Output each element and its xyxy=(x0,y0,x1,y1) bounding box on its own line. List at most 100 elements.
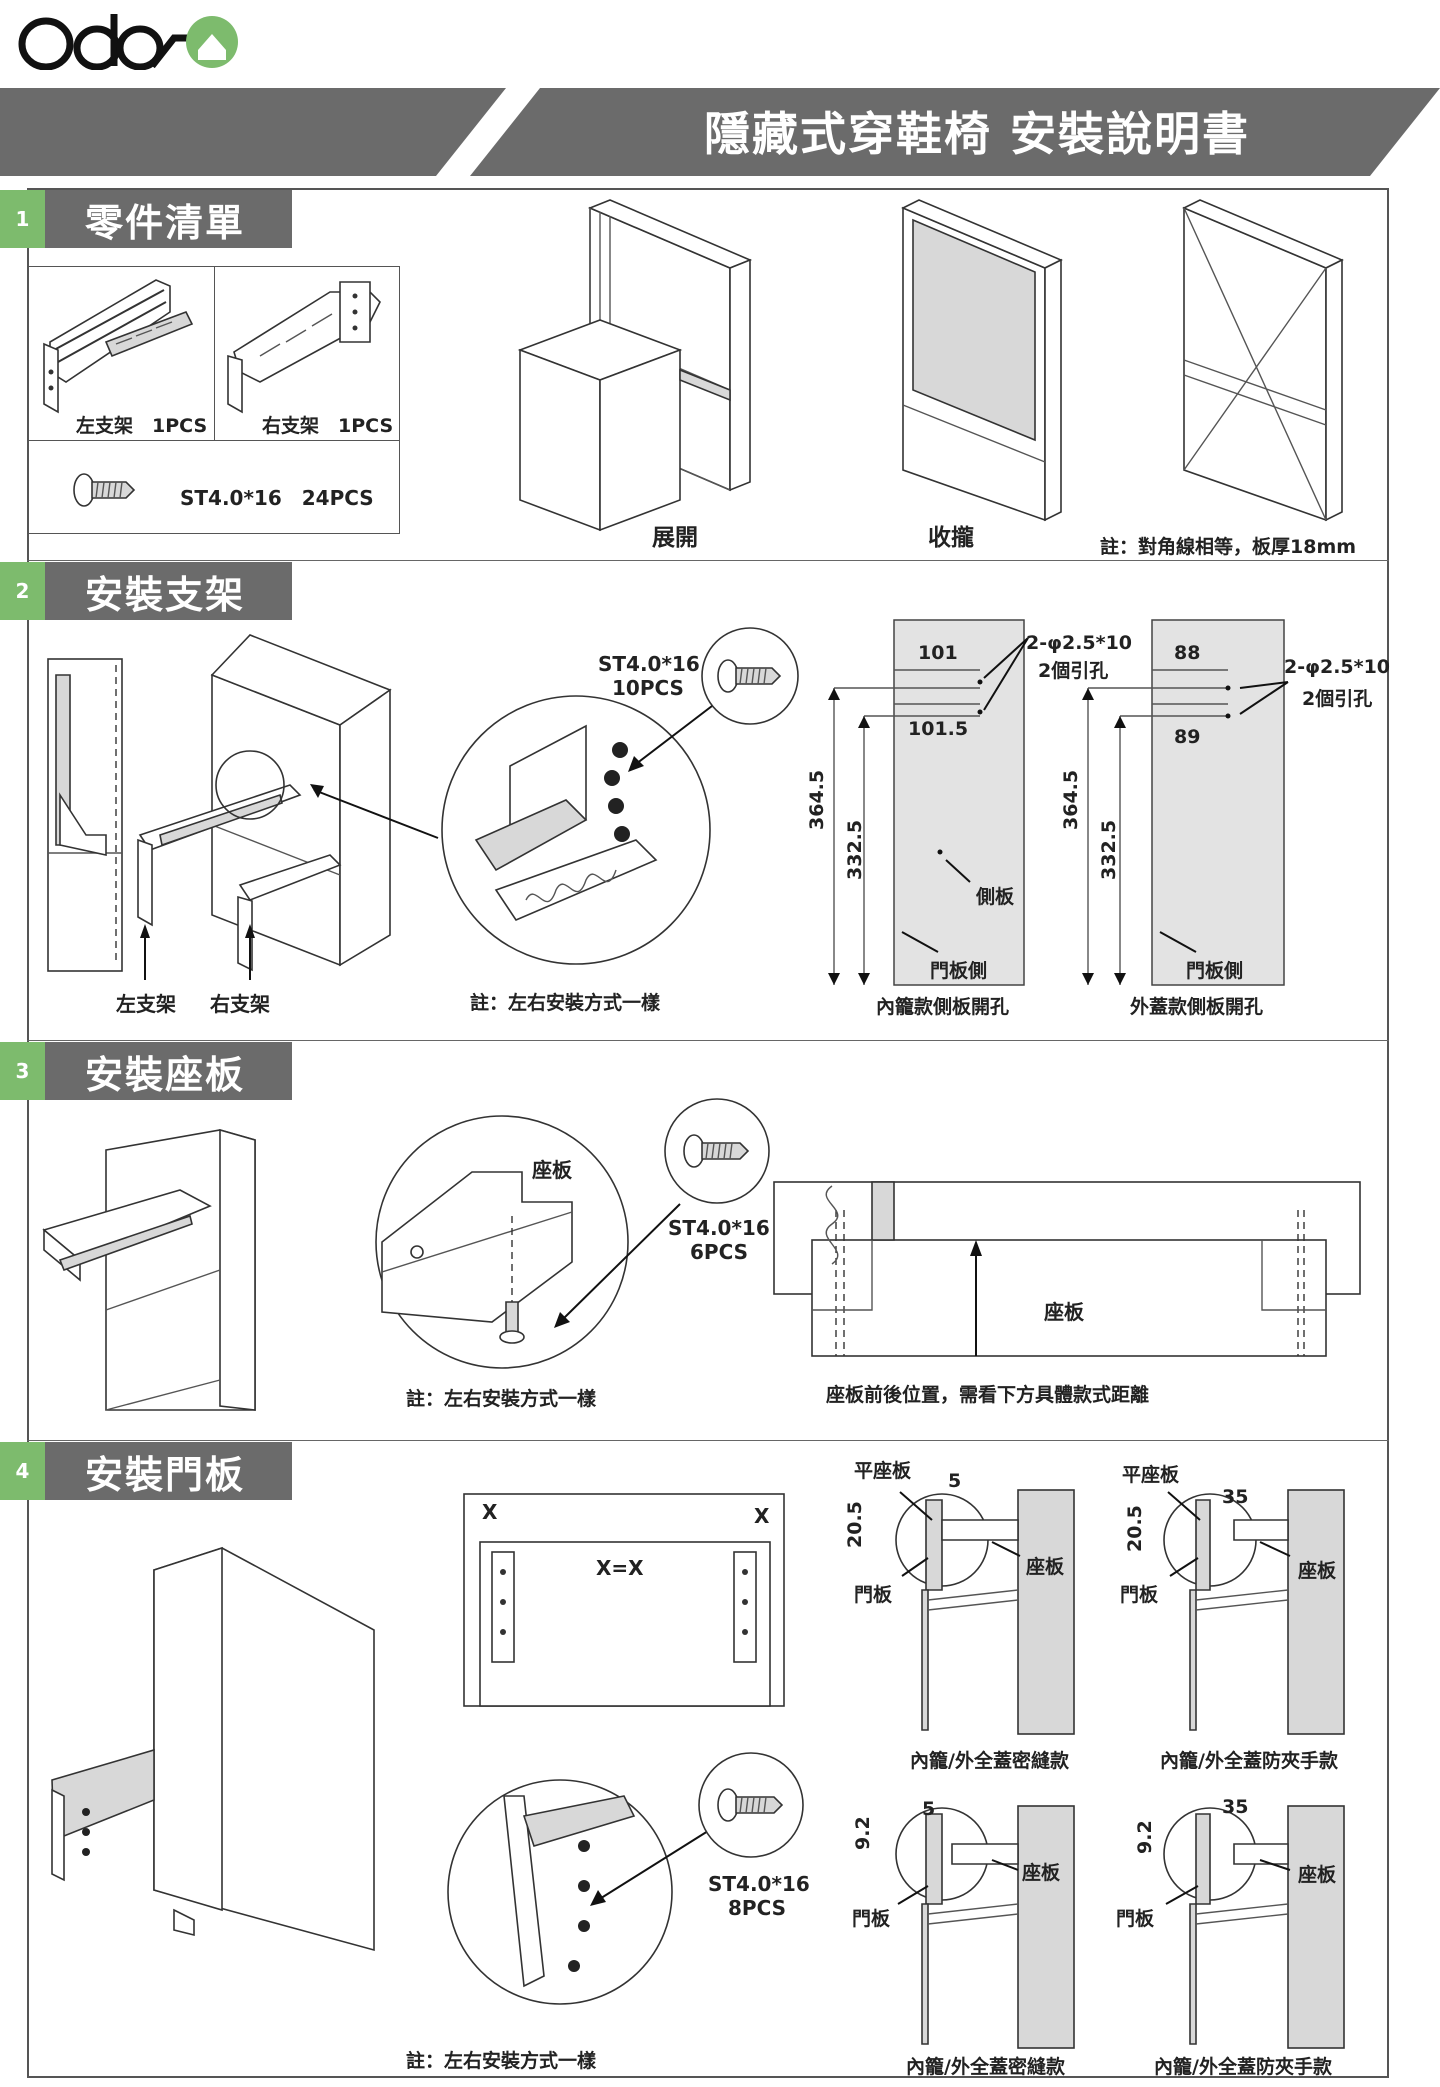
section-2-header: 2 安裝支架 xyxy=(0,562,292,620)
section-divider xyxy=(27,1440,1389,1441)
seat-label: 座板 xyxy=(532,1158,572,1182)
gap-dim: 35 xyxy=(1222,1796,1249,1818)
seat-position-note: 座板前後位置，需看下方具體款式距離 xyxy=(826,1384,1150,1406)
section-title: 安裝門板 xyxy=(45,1442,292,1500)
door-label: 門板 xyxy=(852,1908,891,1930)
seat-label: 座板 xyxy=(1026,1556,1065,1578)
section-1-note: 註：對角線相等，板厚18mm xyxy=(1100,536,1357,558)
height-dim: 20.5 xyxy=(1124,1505,1146,1552)
section-title: 安裝支架 xyxy=(45,562,292,620)
seat-center-label: 座板 xyxy=(1044,1300,1084,1324)
bracket-pointer-arrows xyxy=(140,924,255,980)
detail-arrow xyxy=(310,784,439,839)
detail-caption: 內籠/外全蓋防夾手款 xyxy=(1154,2056,1332,2078)
section-number: 4 xyxy=(0,1442,45,1500)
flat-seat-label: 平座板 xyxy=(1122,1464,1180,1486)
door-detail-a-diagram xyxy=(895,1489,1075,1735)
screw-pointer xyxy=(554,1203,681,1328)
cabinet-diagonal-illustration xyxy=(1182,199,1344,522)
section-3-note: 註：左右安裝方式一樣 xyxy=(406,1388,597,1410)
section-title: 零件清單 xyxy=(45,190,292,248)
door-detail-zoom xyxy=(447,1779,673,2005)
flat-seat-label: 平座板 xyxy=(854,1460,912,1482)
screw-qty: 6PCS xyxy=(690,1240,749,1264)
door-detail-d-diagram xyxy=(1163,1805,1345,2049)
detail-caption: 內籠/外全蓋防夾手款 xyxy=(1160,1750,1338,1772)
hole-spec: 2-φ2.5*10 xyxy=(1026,632,1133,654)
section-4-note: 註：左右安裝方式一樣 xyxy=(406,2050,597,2072)
dim-364-5: 364.5 xyxy=(806,769,828,830)
hole-desc: 2個引孔 xyxy=(1302,688,1373,710)
x-right-label: X xyxy=(754,1504,770,1528)
door-side-label: 門板側 xyxy=(1186,960,1244,982)
screw-zoom-icon xyxy=(701,627,799,725)
door-label: 門板 xyxy=(1120,1584,1159,1606)
dim-332-5: 332.5 xyxy=(844,819,866,880)
screw-pointer xyxy=(628,705,713,772)
screw-zoom-icon xyxy=(698,1752,804,1858)
door-label: 門板 xyxy=(854,1584,893,1606)
brand-logo xyxy=(18,14,238,70)
screw-icon xyxy=(73,473,136,507)
stowed-caption: 收攏 xyxy=(928,525,974,551)
dim-364-5: 364.5 xyxy=(1060,769,1082,830)
door-detail-c-diagram xyxy=(895,1805,1075,2049)
cabinet-with-brackets-illustration xyxy=(137,634,392,972)
section-4-header: 4 安裝門板 xyxy=(0,1442,292,1500)
dim-332-5: 332.5 xyxy=(1098,819,1120,880)
left-bracket-illustration xyxy=(43,279,194,414)
seat-label: 座板 xyxy=(1298,1864,1337,1886)
section-3-header: 3 安裝座板 xyxy=(0,1042,292,1100)
page-title: 隱藏式穿鞋椅 安裝說明書 xyxy=(703,107,1250,161)
detail-caption: 內籠/外全蓋密縫款 xyxy=(906,2056,1065,2078)
divider xyxy=(214,266,215,440)
overlay-caption: 外蓋款側板開孔 xyxy=(1130,996,1264,1018)
screw-zoom-icon xyxy=(664,1098,770,1204)
seat-label: 座板 xyxy=(1298,1560,1337,1582)
gap-dim: 35 xyxy=(1222,1486,1249,1508)
left-bracket-label: 左支架 1PCS xyxy=(76,415,208,437)
right-bracket-label: 右支架 xyxy=(210,992,270,1016)
cabinet-expanded-illustration xyxy=(517,199,753,532)
hole-desc: 2個引孔 xyxy=(1038,660,1109,682)
section-2-note: 註：左右安裝方式一樣 xyxy=(470,992,661,1014)
section-number: 1 xyxy=(0,190,45,248)
seat-detail-zoom xyxy=(375,1115,629,1369)
x-left-label: X xyxy=(482,1500,498,1524)
dim-101-5: 101.5 xyxy=(908,718,969,740)
bracket-detail-zoom xyxy=(441,695,711,965)
seat-install-cabinet-illustration xyxy=(42,1128,256,1411)
right-bracket-label: 右支架 1PCS xyxy=(262,415,394,437)
door-side-label: 門板側 xyxy=(930,960,988,982)
content-frame xyxy=(27,188,1389,2078)
expanded-caption: 展開 xyxy=(652,525,698,551)
door-panel-symmetric-diagram xyxy=(463,1493,785,1707)
hole-spec: 2-φ2.5*10 xyxy=(1284,656,1391,678)
side-panel-label: 側板 xyxy=(976,886,1015,908)
screw-spec-label: ST4.0*16 24PCS xyxy=(180,486,374,510)
right-bracket-illustration xyxy=(227,281,381,414)
section-divider xyxy=(27,560,1389,561)
screw-spec: ST4.0*16 xyxy=(598,652,700,676)
side-panel-illustration xyxy=(47,658,123,972)
height-dim: 9.2 xyxy=(1134,1820,1156,1854)
header-banner xyxy=(0,88,1440,176)
overlay-side-panel-diagram xyxy=(1082,619,1289,986)
divider xyxy=(28,440,400,441)
dim-88: 88 xyxy=(1174,642,1201,664)
section-divider xyxy=(27,1040,1389,1041)
gap-dim: 5 xyxy=(922,1798,936,1820)
gap-dim: 5 xyxy=(948,1470,962,1492)
inset-caption: 內籠款側板開孔 xyxy=(876,996,1010,1018)
screw-pointer xyxy=(590,1825,717,1906)
height-dim: 20.5 xyxy=(844,1501,866,1548)
screw-spec: ST4.0*16 xyxy=(708,1872,810,1896)
seat-cross-section-diagram xyxy=(773,1181,1361,1357)
door-detail-b-diagram xyxy=(1163,1489,1345,1735)
section-number: 2 xyxy=(0,562,45,620)
screw-qty: 8PCS xyxy=(728,1896,787,1920)
screw-spec: ST4.0*16 xyxy=(668,1216,770,1240)
dim-101: 101 xyxy=(918,642,958,664)
section-title: 安裝座板 xyxy=(45,1042,292,1100)
section-1-header: 1 零件清單 xyxy=(0,190,292,248)
